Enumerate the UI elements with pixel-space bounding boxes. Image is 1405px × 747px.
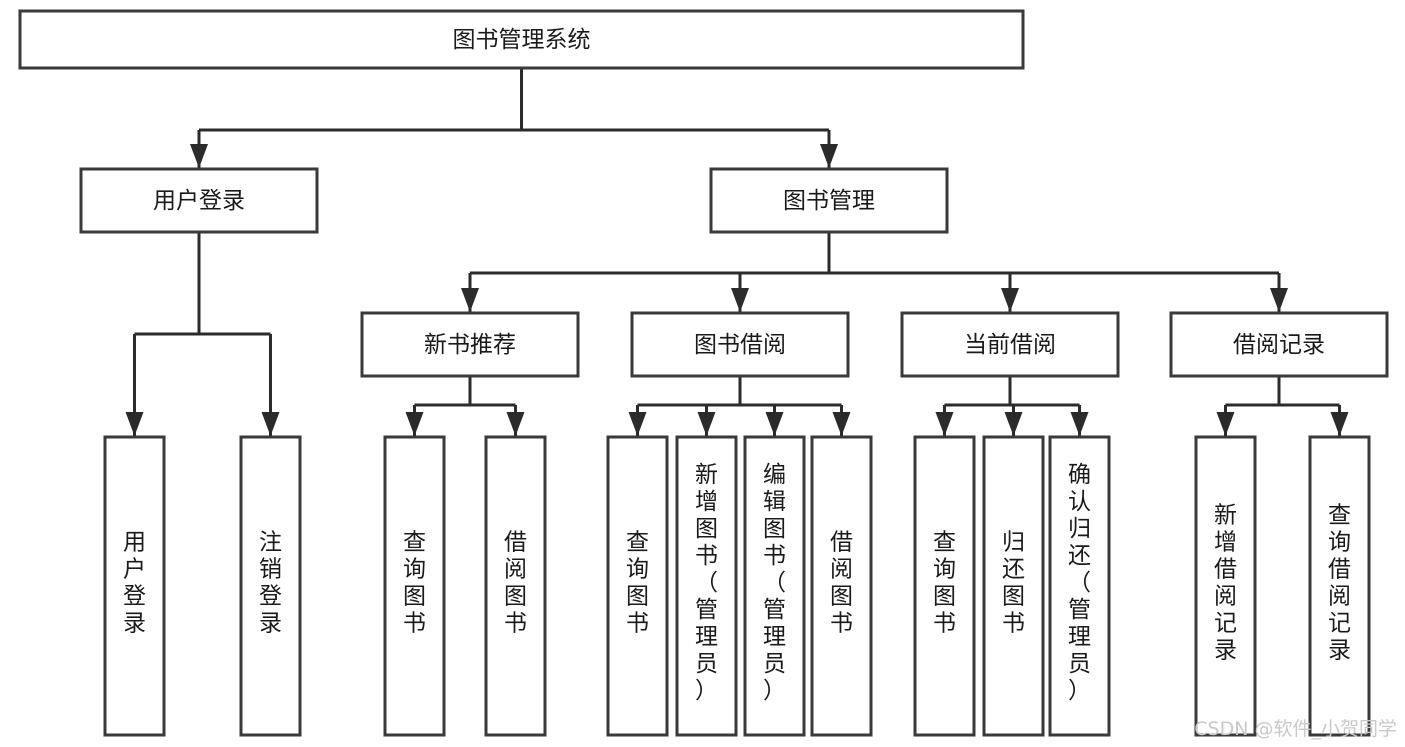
node-label-current-borrow: 当前借阅 [964,332,1056,358]
node-book-borrow[interactable]: 图书借阅 [630,311,850,378]
node-current-borrow[interactable]: 当前借阅 [900,311,1120,378]
node-label-new-book-recommend: 新书推荐 [424,332,516,358]
node-label-leaf-query-book-recommend: 查询图书 [403,530,426,637]
node-box-book-borrow [630,311,850,378]
connector-arrowhead [1270,288,1288,312]
node-box-leaf-borrow-book [810,435,873,737]
node-label-user-login: 用户登录 [153,188,245,214]
connector-arrowhead [731,288,749,312]
node-box-leaf-user-login [103,435,166,737]
connector-arrowhead [405,412,424,436]
node-label-leaf-user-login: 用户登录 [123,530,146,637]
node-label-leaf-edit-book: 编辑图书（管理员） [763,462,786,704]
node-leaf-confirm-return[interactable]: 确认归还（管理员） [1048,435,1111,737]
node-new-book-recommend[interactable]: 新书推荐 [360,311,580,378]
node-label-leaf-confirm-return: 确认归还（管理员） [1068,462,1091,704]
node-root[interactable]: 图书管理系统 [18,9,1025,70]
connector-arrowhead [1070,412,1089,436]
node-leaf-add-borrow-record[interactable]: 新增借阅记录 [1194,435,1257,737]
node-box-leaf-query-book-borrow [606,435,669,737]
node-leaf-user-logout[interactable]: 注销登录 [239,435,302,737]
node-box-leaf-return-book [982,435,1045,737]
node-label-leaf-borrow-book-recommend: 借阅图书 [504,530,527,637]
connector-arrowhead [261,412,280,436]
node-label-leaf-add-book: 新增图书（管理员） [695,462,718,704]
node-label-leaf-user-logout: 注销登录 [259,530,282,637]
node-box-borrow-record [1169,311,1389,378]
node-leaf-borrow-book[interactable]: 借阅图书 [810,435,873,737]
node-box-user-login [79,167,319,234]
node-box-leaf-add-borrow-record [1194,435,1257,737]
node-label-book-borrow: 图书借阅 [694,332,786,358]
connector-arrowhead [935,412,954,436]
node-label-leaf-add-borrow-record: 新增借阅记录 [1214,503,1237,664]
connector-arrowhead [1330,412,1349,436]
node-label-leaf-query-borrow-record: 查询借阅记录 [1328,503,1351,664]
node-box-book-manage [709,167,949,234]
node-book-manage[interactable]: 图书管理 [709,167,949,234]
node-borrow-record[interactable]: 借阅记录 [1169,311,1389,378]
connector-layer [125,68,1349,436]
connector-arrowhead [832,412,851,436]
node-box-leaf-user-logout [239,435,302,737]
connector-arrowhead [1004,412,1023,436]
node-leaf-query-borrow-record[interactable]: 查询借阅记录 [1308,435,1371,737]
node-box-current-borrow [900,311,1120,378]
node-user-login[interactable]: 用户登录 [79,167,319,234]
node-box-leaf-query-book-recommend [383,435,446,737]
node-leaf-return-book[interactable]: 归还图书 [982,435,1045,737]
node-leaf-query-book-current[interactable]: 查询图书 [913,435,976,737]
node-box-leaf-borrow-book-recommend [484,435,547,737]
connector-arrowhead [820,144,838,168]
node-label-leaf-borrow-book: 借阅图书 [830,530,853,637]
connector-arrowhead [1216,412,1235,436]
node-box-leaf-confirm-return [1048,435,1111,737]
node-box-root [18,9,1025,70]
connector-arrowhead [506,412,525,436]
node-leaf-user-login[interactable]: 用户登录 [103,435,166,737]
node-leaf-add-book[interactable]: 新增图书（管理员） [675,435,738,737]
connector-arrowhead [765,412,784,436]
connector-arrowhead [461,288,479,312]
connector-arrowhead [628,412,647,436]
connector-arrowhead [697,412,716,436]
node-label-leaf-query-book-current: 查询图书 [933,530,956,637]
node-leaf-edit-book[interactable]: 编辑图书（管理员） [743,435,806,737]
watermark-text: CSDN @软件_小贺同学 [1194,718,1397,740]
node-box-leaf-edit-book [743,435,806,737]
node-label-root: 图书管理系统 [453,27,591,53]
node-leaf-query-book-recommend[interactable]: 查询图书 [383,435,446,737]
connector-arrowhead [1001,288,1019,312]
connector-arrowhead [125,412,144,436]
connector-arrowhead [190,144,208,168]
node-leaf-borrow-book-recommend[interactable]: 借阅图书 [484,435,547,737]
node-box-leaf-add-book [675,435,738,737]
node-layer: 图书管理系统用户登录图书管理新书推荐图书借阅当前借阅借阅记录用户登录注销登录查询… [18,9,1389,737]
node-box-new-book-recommend [360,311,580,378]
node-label-book-manage: 图书管理 [783,188,875,214]
node-label-borrow-record: 借阅记录 [1233,332,1325,358]
node-label-leaf-query-book-borrow: 查询图书 [626,530,649,637]
node-box-leaf-query-book-current [913,435,976,737]
node-box-leaf-query-borrow-record [1308,435,1371,737]
node-leaf-query-book-borrow[interactable]: 查询图书 [606,435,669,737]
node-label-leaf-return-book: 归还图书 [1002,530,1025,637]
